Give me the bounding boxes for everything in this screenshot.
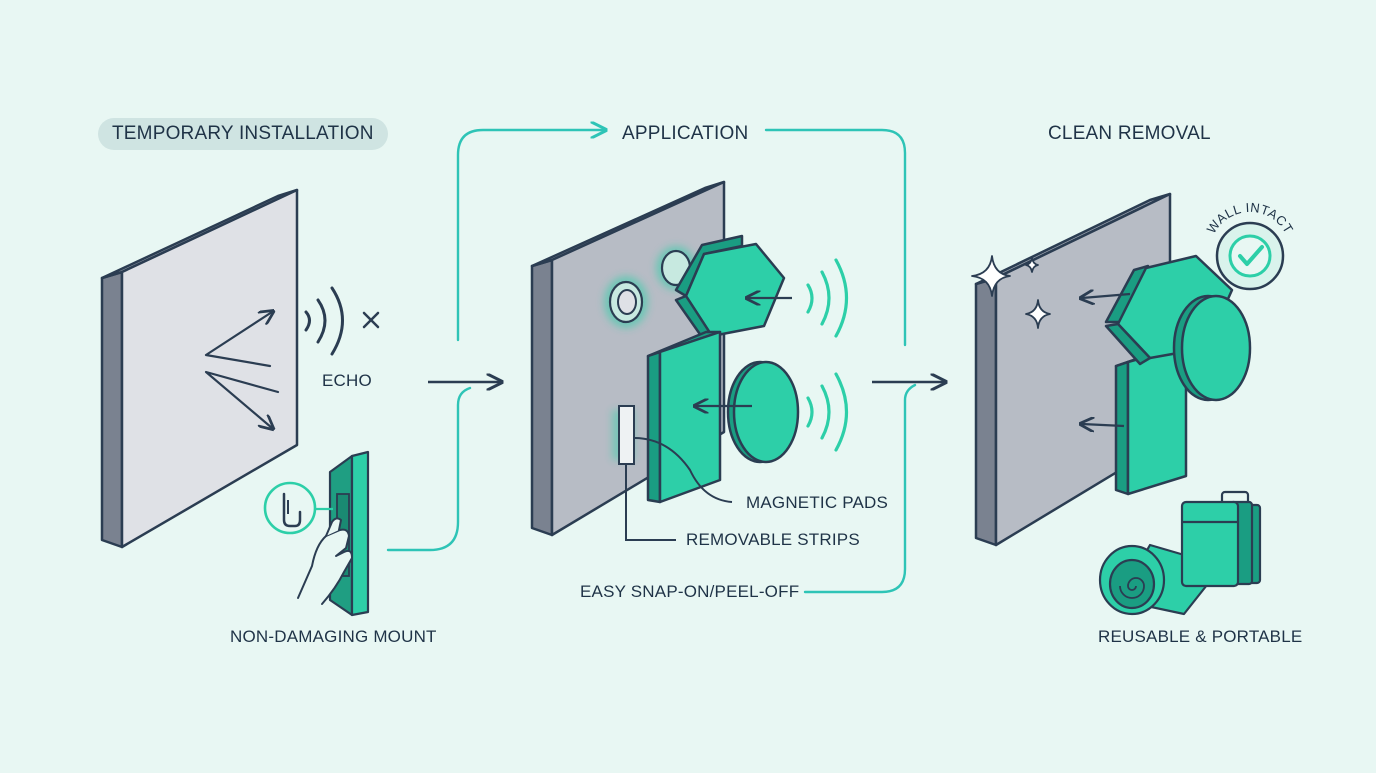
sound-waves-icon bbox=[806, 258, 849, 452]
checkmark-icon bbox=[1238, 245, 1264, 266]
removable-strips-label: REMOVABLE STRIPS bbox=[686, 530, 860, 549]
flow-connectors bbox=[386, 128, 917, 594]
hook-icon bbox=[263, 481, 317, 535]
flow-line-top-right bbox=[764, 128, 907, 347]
hexagon-panel bbox=[674, 234, 786, 342]
stage1-title: TEMPORARY INSTALLATION bbox=[98, 118, 388, 150]
flow-line-install-to-application bbox=[386, 386, 472, 552]
cross-icon bbox=[362, 311, 380, 329]
rectangle-panel bbox=[646, 330, 722, 504]
magnetic-pads-label: MAGNETIC PADS bbox=[746, 493, 889, 512]
flow-line-top-loop bbox=[456, 130, 604, 342]
adhesive-strip bbox=[612, 405, 635, 465]
hand-icon bbox=[297, 517, 353, 605]
push-arrows bbox=[696, 298, 792, 406]
removed-circle-panel bbox=[1172, 294, 1252, 402]
pull-arrows bbox=[1082, 294, 1131, 426]
easy-snap-label: EASY SNAP-ON/PEEL-OFF bbox=[580, 582, 800, 601]
flow-line-bottom-loop bbox=[803, 383, 917, 594]
circle-panel bbox=[726, 360, 800, 464]
sparkle-icon bbox=[971, 255, 1051, 329]
stage1-wall bbox=[100, 188, 299, 549]
echo-reflection-arrows bbox=[204, 312, 280, 428]
leader-lines bbox=[625, 437, 733, 541]
stage2-title: APPLICATION bbox=[622, 123, 749, 144]
sound-waves-icon bbox=[304, 286, 344, 356]
stage3-title: CLEAN REMOVAL bbox=[1048, 123, 1211, 144]
carry-case-icon bbox=[1180, 490, 1262, 588]
magnetic-mount-left bbox=[604, 276, 648, 328]
reusable-portable-label: REUSABLE & PORTABLE bbox=[1098, 627, 1303, 646]
non-damaging-mount-label: NON-DAMAGING MOUNT bbox=[230, 627, 437, 646]
echo-label: ECHO bbox=[322, 371, 372, 390]
